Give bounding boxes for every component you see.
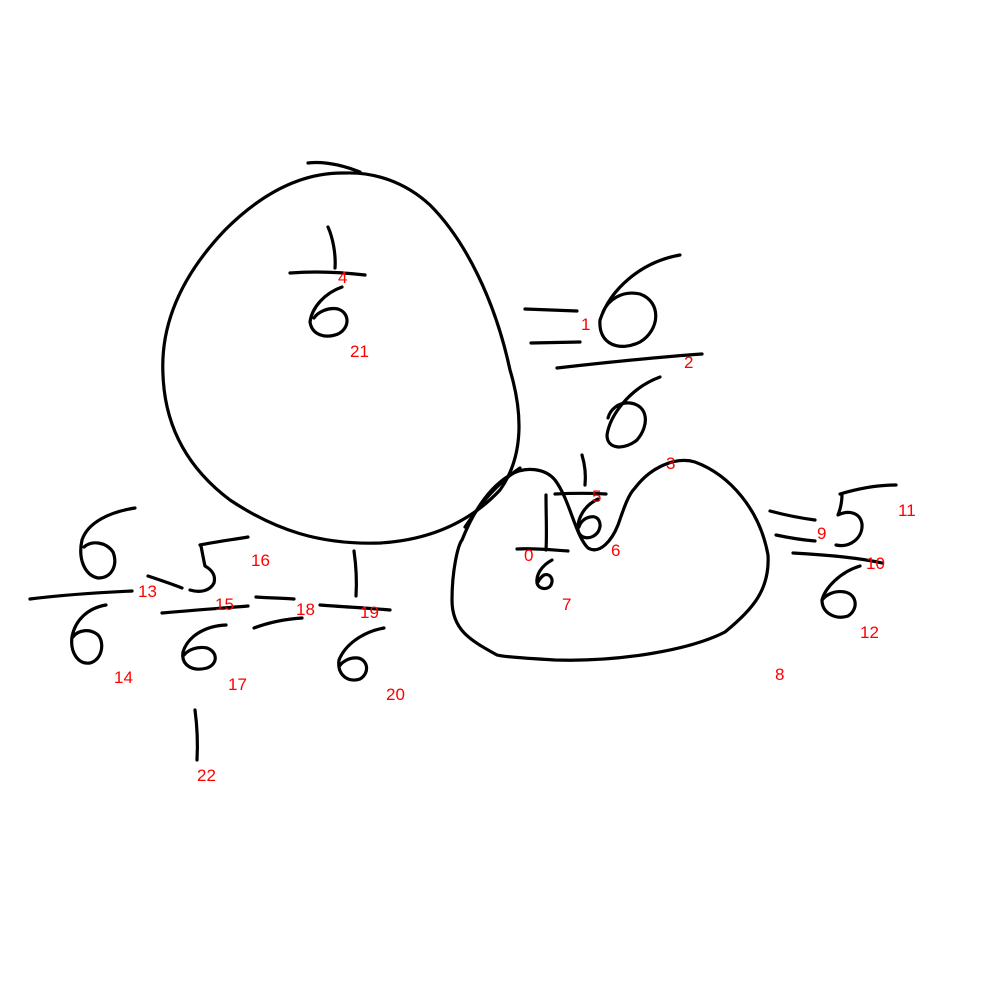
index-label-0: 0 <box>524 546 533 565</box>
middle-fraction-bar <box>160 604 250 615</box>
index-label-3: 3 <box>666 454 675 473</box>
index-label-7: 7 <box>562 595 571 614</box>
right-six-denominator <box>820 564 862 619</box>
right-equals-top <box>768 509 817 522</box>
left-circle-stroke <box>161 171 521 545</box>
index-label-15: 15 <box>215 595 234 614</box>
index-label-11: 11 <box>898 501 916 520</box>
index-label-16: 16 <box>251 551 270 570</box>
middle-five-numerator <box>188 535 250 593</box>
index-label-19: 19 <box>360 603 379 622</box>
equals-sign-bottom <box>529 340 582 345</box>
right-equals-bottom <box>774 533 817 543</box>
index-label-5: 5 <box>592 487 601 506</box>
index-label-10: 10 <box>866 554 885 573</box>
plus-stroke-13 <box>146 574 184 590</box>
index-label-2: 2 <box>684 353 693 372</box>
index-label-14: 14 <box>114 668 133 687</box>
index-label-1: 1 <box>581 315 590 334</box>
blob-fraction-six <box>535 558 554 591</box>
equals-18-bottom <box>252 616 304 630</box>
index-label-13: 13 <box>138 582 157 601</box>
equals-18-top <box>254 595 296 601</box>
index-label-6: 6 <box>611 541 620 560</box>
left-six-numerator <box>79 506 137 580</box>
big-fraction-bar <box>555 352 704 370</box>
big-six-denominator <box>605 375 662 449</box>
lone-vertical-stroke <box>193 708 199 762</box>
index-label-21: 21 <box>350 342 369 361</box>
left-fraction-bar <box>28 589 134 601</box>
circle-fraction-six <box>308 285 349 338</box>
middle-six-denominator <box>181 623 228 671</box>
circle-fraction-bar <box>288 270 367 277</box>
index-label-12: 12 <box>860 623 879 642</box>
index-label-9: 9 <box>817 524 826 543</box>
right-five-numerator <box>834 483 898 548</box>
index-label-17: 17 <box>228 675 247 694</box>
bottom-six-denominator <box>337 626 386 682</box>
big-six-numerator <box>598 253 682 348</box>
bottom-fraction-bar <box>318 603 392 612</box>
right-fraction-bar <box>791 551 884 565</box>
notch-fraction-bar <box>553 491 608 496</box>
index-label-8: 8 <box>775 665 784 684</box>
right-blob-outer-edge <box>463 466 522 529</box>
index-label-20: 20 <box>386 685 405 704</box>
left-circle-overstroke <box>306 160 362 174</box>
equals-sign-top <box>523 307 579 313</box>
blob-fraction-bar <box>515 547 570 553</box>
left-six-denominator <box>70 603 108 665</box>
bottom-fraction-numerator-one <box>352 549 358 598</box>
notch-fraction-numerator-one <box>580 453 587 487</box>
notch-fraction-six <box>576 497 602 540</box>
index-label-4: 4 <box>338 268 347 287</box>
index-label-18: 18 <box>296 600 315 619</box>
index-label-22: 22 <box>197 766 216 785</box>
circle-fraction-numerator-one <box>326 225 337 270</box>
